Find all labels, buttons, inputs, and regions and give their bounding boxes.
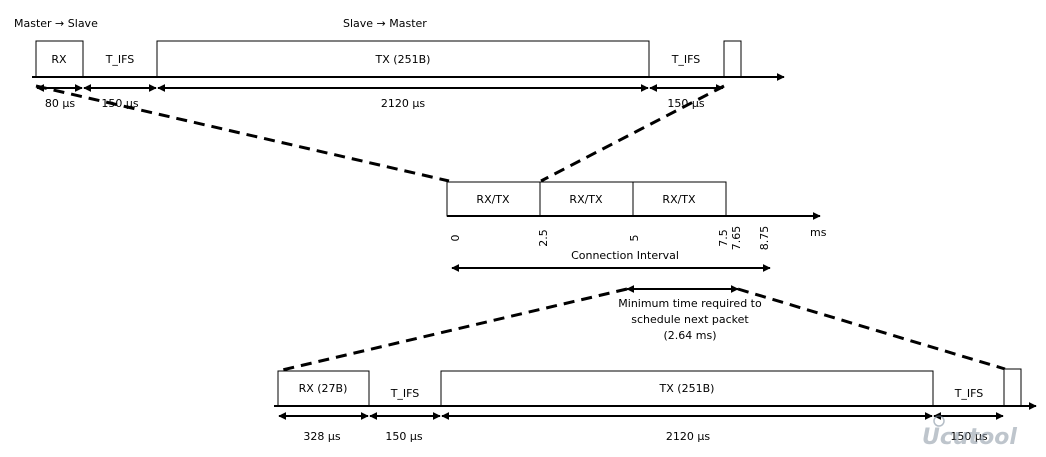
- top-next-packet-box: [723, 40, 742, 78]
- connection-interval-label: Connection Interval: [571, 249, 679, 262]
- bottom-rx-label: RX (27B): [299, 382, 348, 395]
- middle-slot-3-label: RX/TX: [662, 193, 696, 206]
- top-tx-box: [156, 40, 650, 78]
- top-tifs-2-label: T_IFS: [671, 53, 701, 66]
- bottom-tx-duration: 2120 µs: [666, 430, 710, 443]
- top-tx-duration: 2120 µs: [381, 97, 425, 110]
- tick-7-5: 7.5: [717, 229, 730, 247]
- min-time-label-line-1: Minimum time required to: [618, 297, 762, 310]
- master-to-slave-label: Master → Slave: [14, 17, 98, 30]
- bottom-tifs-2-duration: 150 µs: [950, 430, 987, 443]
- bottom-rx-box: [277, 370, 370, 407]
- bottom-tx-label: TX (251B): [659, 382, 715, 395]
- top-rx-label: RX: [51, 53, 67, 66]
- bottom-rx-duration: 328 µs: [303, 430, 340, 443]
- bottom-tifs-1-duration: 150 µs: [385, 430, 422, 443]
- slave-to-master-label: Slave → Master: [343, 17, 427, 30]
- middle-slot-2: [539, 181, 634, 217]
- top-tx-label: TX (251B): [375, 53, 431, 66]
- top-rx-box: [35, 40, 84, 78]
- watermark-icon: [933, 415, 945, 427]
- middle-slot-1-label: RX/TX: [476, 193, 510, 206]
- top-tifs-1-label: T_IFS: [105, 53, 135, 66]
- tick-7-65: 7.65: [730, 226, 743, 251]
- watermark-text: Ucutool: [922, 425, 1017, 450]
- watermark-logo: Ucutool: [922, 415, 1017, 450]
- bottom-tx-box: [440, 370, 934, 407]
- top-rx-duration: 80 µs: [45, 97, 75, 110]
- time-unit-label: ms: [810, 226, 827, 239]
- min-time-label-line-3: (2.64 ms): [663, 329, 716, 342]
- tick-5: 5: [628, 235, 641, 242]
- bottom-tifs-2-label: T_IFS: [954, 387, 984, 400]
- bottom-next-packet-box: [1003, 368, 1022, 407]
- tick-8-75: 8.75: [758, 226, 771, 251]
- min-time-label-line-2: schedule next packet: [631, 313, 749, 326]
- zoom-line-bottom-left: [277, 287, 628, 373]
- zoom-line-bottom-right: [737, 287, 1006, 371]
- bottom-tifs-1-label: T_IFS: [390, 387, 420, 400]
- tick-2-5: 2.5: [537, 229, 550, 247]
- middle-slot-2-label: RX/TX: [569, 193, 603, 206]
- tick-0: 0: [449, 235, 462, 242]
- zoom-line-top-right: [540, 84, 725, 183]
- top-tifs-2-duration: 150 µs: [667, 97, 704, 110]
